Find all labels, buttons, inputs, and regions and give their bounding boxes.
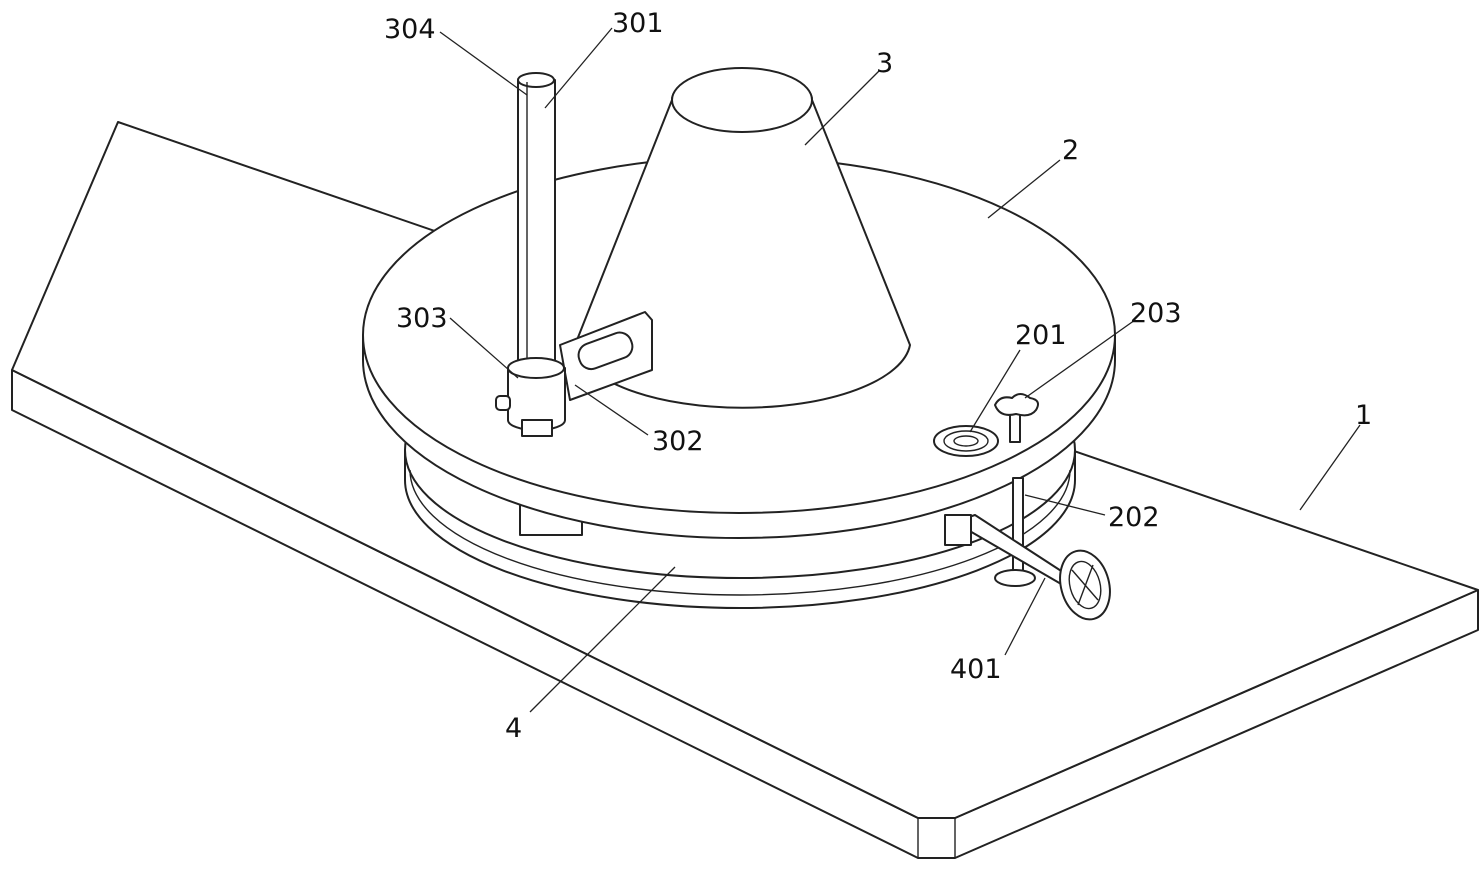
label-3: 3 [876, 50, 893, 77]
label-2: 2 [1062, 137, 1079, 164]
label-201: 201 [1015, 322, 1067, 349]
label-301: 301 [612, 10, 664, 37]
label-401: 401 [950, 656, 1002, 683]
label-303: 303 [396, 305, 448, 332]
label-302: 302 [652, 428, 704, 455]
label-304: 304 [384, 16, 436, 43]
label-1: 1 [1355, 402, 1372, 429]
label-203: 203 [1130, 300, 1182, 327]
label-4: 4 [505, 715, 522, 742]
label-202: 202 [1108, 504, 1160, 531]
